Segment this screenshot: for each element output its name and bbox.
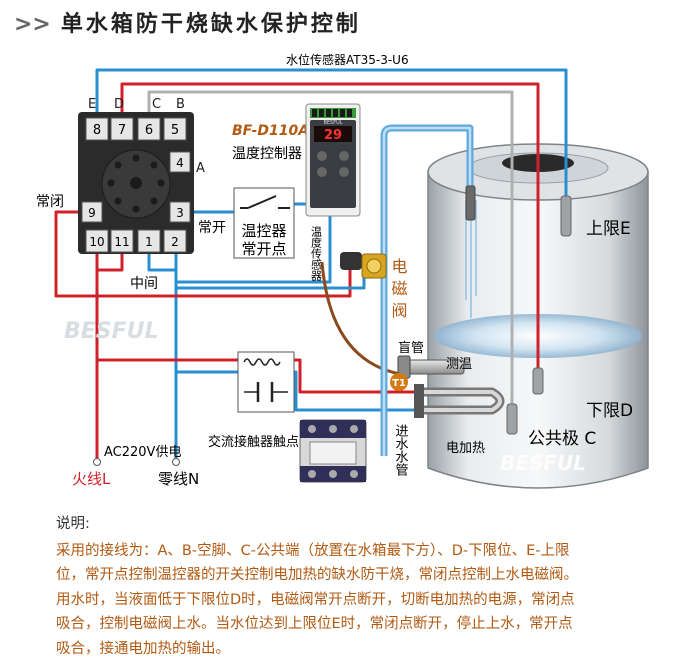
terminal-10: 10 bbox=[86, 230, 108, 252]
switch-line-2: 常开点 bbox=[241, 240, 286, 258]
svg-text:7: 7 bbox=[118, 123, 126, 138]
controller-button-set[interactable] bbox=[317, 151, 327, 161]
lower-limit-label: 下限D bbox=[586, 401, 633, 421]
notes-line: 吸合，接通电加热的输出。 bbox=[56, 637, 676, 661]
notes-line: 采用的接线为：A、B-空脚、C-公共端（放置在水箱最下方）、D-下限位、E-上限 bbox=[56, 539, 676, 564]
common-pole-label: 公共极 C bbox=[528, 429, 596, 449]
svg-text:10: 10 bbox=[89, 235, 104, 249]
controller-display: 29 bbox=[324, 128, 342, 143]
svg-text:9: 9 bbox=[88, 206, 96, 220]
terminal-9: 9 bbox=[82, 202, 102, 222]
terminal-5: 5 bbox=[164, 118, 186, 140]
notes-line: 吸合，控制电磁阀上水。当水位达到上限位E时，常闭点断开，停止上水，常开点 bbox=[56, 612, 676, 637]
svg-text:1: 1 bbox=[145, 235, 153, 249]
svg-text:进水水管: 进水水管 bbox=[393, 424, 409, 477]
terminal-1: 1 bbox=[138, 230, 160, 252]
inlet-label: 进水水管 bbox=[393, 424, 409, 477]
svg-text:5: 5 bbox=[171, 123, 179, 138]
terminal-7: 7 bbox=[111, 118, 133, 140]
sensor-label: 水位传感器AT35-3-U6 bbox=[286, 52, 409, 67]
terminal-4: 4 bbox=[170, 152, 190, 172]
letter-d: D bbox=[114, 97, 124, 112]
letter-c: C bbox=[152, 97, 161, 112]
letter-e: E bbox=[88, 97, 96, 112]
controller-button-down[interactable] bbox=[339, 167, 349, 177]
notes-section: 说明: 采用的接线为：A、B-空脚、C-公共端（放置在水箱最下方）、D-下限位、… bbox=[56, 512, 676, 661]
svg-text:6: 6 bbox=[145, 123, 153, 138]
terminal-2: 2 bbox=[164, 230, 186, 252]
controller-brand: BESFUL bbox=[323, 120, 342, 126]
label-normally-closed: 常闭 bbox=[36, 194, 64, 210]
notes-line: 用水时，当液面低于下限位D时，电磁阀常开点断开，切断电加热的电源，常闭点 bbox=[56, 588, 676, 613]
live-label: 火线L bbox=[72, 470, 111, 488]
svg-text:8: 8 bbox=[93, 123, 101, 138]
contactor-label: 交流接触器触点 bbox=[208, 434, 299, 450]
terminal-11: 11 bbox=[111, 230, 133, 252]
letter-a: A bbox=[196, 161, 205, 176]
svg-text:温度传感器: 温度传感器 bbox=[310, 226, 323, 282]
svg-text:2: 2 bbox=[171, 235, 179, 249]
controller-sensor-label: 温度传感器 bbox=[310, 226, 323, 282]
watermark-left: BESFUL bbox=[64, 319, 159, 344]
letter-b: B bbox=[176, 97, 185, 112]
power-supply-label: AC220V供电 bbox=[104, 445, 181, 460]
temperature-controller: 29 BESFUL bbox=[306, 104, 360, 216]
svg-text:电磁阀: 电磁阀 bbox=[389, 258, 408, 324]
label-normally-open: 常开 bbox=[198, 220, 226, 236]
contactor-contact-box bbox=[238, 352, 294, 412]
svg-text:4: 4 bbox=[176, 156, 184, 170]
terminal-6: 6 bbox=[138, 118, 160, 140]
blind-pipe-label: 盲管 bbox=[398, 340, 424, 356]
svg-text:3: 3 bbox=[176, 206, 184, 220]
thermostat-switch-box: 温控器 常开点 bbox=[234, 188, 294, 258]
wiring-diagram: T1 8 7 6 5 4 3 9 10 11 1 2 E D C B bbox=[0, 0, 700, 505]
valve-label: 电磁阀 bbox=[389, 258, 408, 324]
temp-probe-label: 测温 bbox=[446, 357, 472, 372]
controller-model: BF-D110A bbox=[232, 123, 309, 139]
controller-name: 温度控制器 bbox=[232, 146, 302, 162]
terminal-3: 3 bbox=[170, 202, 190, 222]
watermark-tank: BESFUL bbox=[500, 451, 586, 475]
neutral-label: 零线N bbox=[158, 470, 199, 488]
solenoid-valve bbox=[340, 252, 386, 278]
controller-button-run[interactable] bbox=[317, 167, 327, 177]
controller-button-up[interactable] bbox=[339, 151, 349, 161]
notes-line: 位，常开点控制温控器的开关控制电加热的缺水防干烧，常闭点控制上水电磁阀。 bbox=[56, 563, 676, 588]
contactor-device bbox=[300, 420, 366, 482]
probe-mark: T1 bbox=[392, 378, 406, 389]
terminal-8: 8 bbox=[86, 118, 108, 140]
heater-label: 电加热 bbox=[446, 441, 485, 456]
notes-heading: 说明: bbox=[56, 512, 676, 537]
label-middle: 中间 bbox=[130, 276, 158, 292]
switch-line-1: 温控器 bbox=[241, 222, 286, 240]
svg-text:11: 11 bbox=[114, 235, 129, 249]
upper-limit-label: 上限E bbox=[586, 219, 631, 239]
